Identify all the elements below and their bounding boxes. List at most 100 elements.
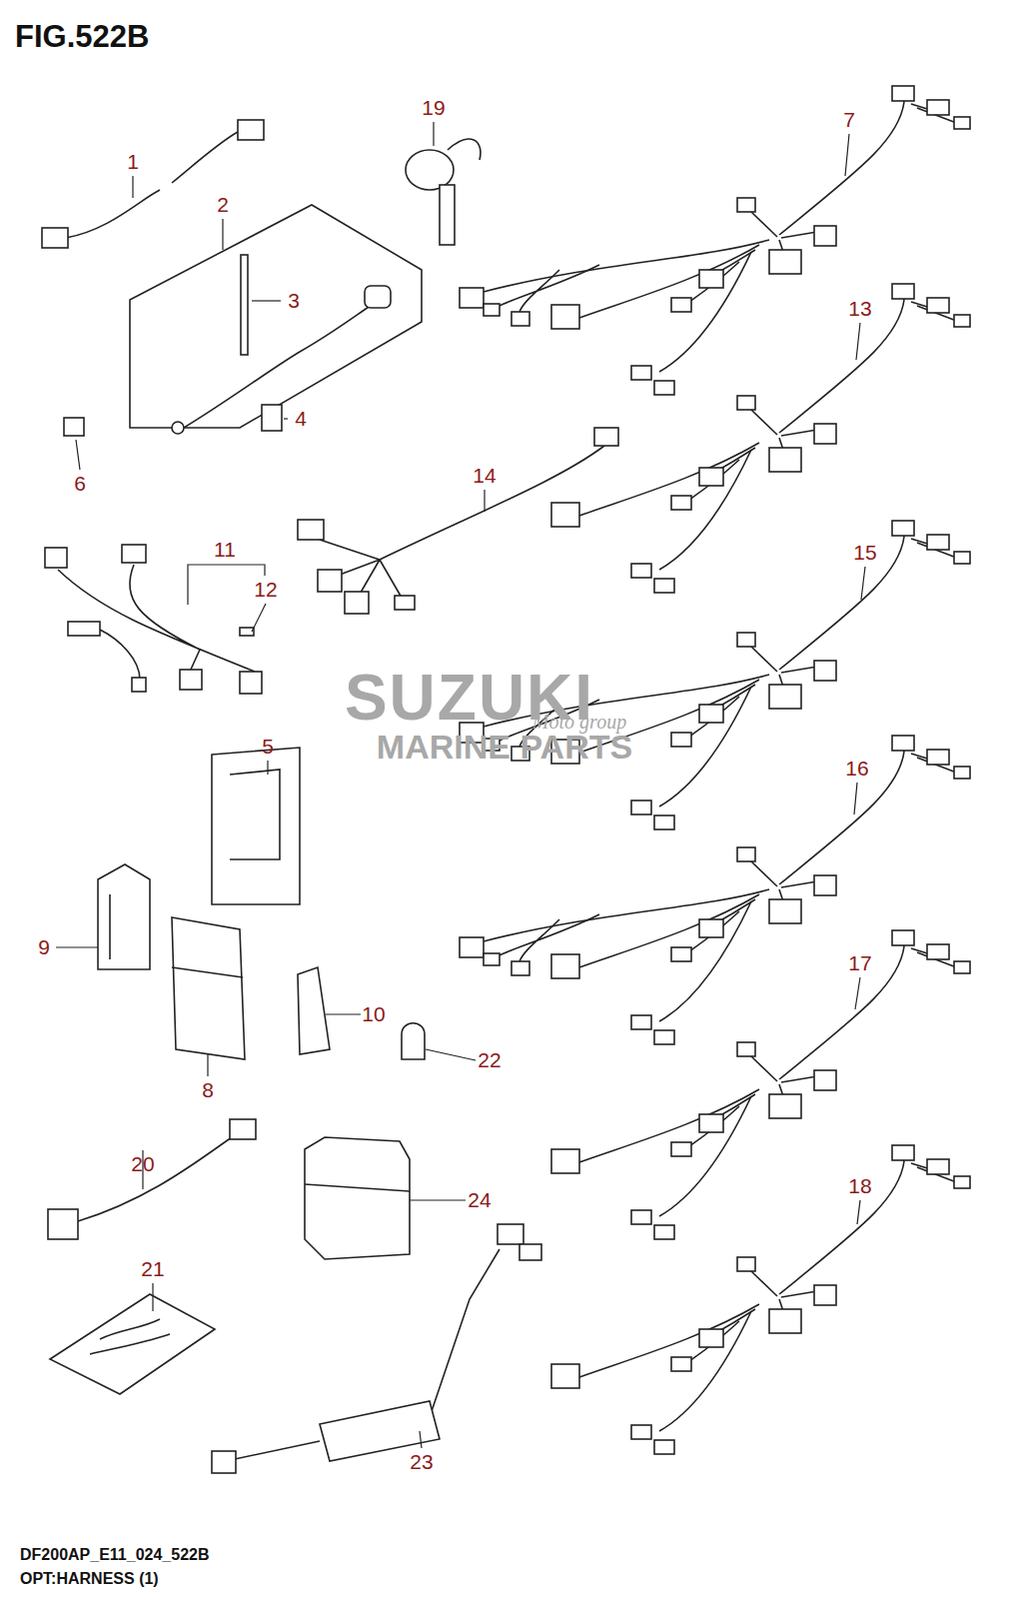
part-drawing	[171, 421, 184, 434]
leader-line	[283, 417, 288, 419]
callout-number: 19	[421, 95, 445, 119]
callout-number: 14	[472, 463, 496, 487]
part-drawing	[44, 547, 67, 568]
part-drawing	[239, 627, 254, 636]
callout-number: 22	[477, 1047, 501, 1071]
figure-title: FIG.522B	[14, 19, 149, 54]
leader-line	[131, 175, 133, 198]
leader-line	[432, 121, 434, 146]
part-drawing	[239, 671, 262, 694]
callout-number: 12	[253, 577, 277, 601]
part-drawing	[304, 1183, 410, 1191]
leader-line	[845, 133, 850, 176]
leader-line	[325, 1013, 361, 1015]
leader-line	[187, 564, 265, 605]
leader-line	[861, 566, 866, 600]
callout-number: 6	[73, 471, 86, 495]
part-drawing	[497, 1223, 524, 1244]
harness-drawing	[551, 520, 971, 830]
callout-number: 23	[409, 1449, 433, 1473]
callout-number: 2	[216, 192, 229, 216]
part-drawing	[179, 669, 202, 690]
part-drawing	[63, 417, 84, 436]
callout-number: 17	[848, 951, 872, 975]
leader-line	[266, 760, 268, 775]
part-drawing	[41, 227, 68, 248]
part-drawing	[131, 677, 146, 692]
harness-drawing	[459, 85, 971, 1454]
part-drawing	[121, 544, 146, 563]
part-drawing	[171, 917, 245, 1059]
leader-line	[251, 299, 281, 301]
leader-line	[75, 439, 80, 470]
leader-line	[419, 1430, 422, 1448]
callout-number: 18	[848, 1173, 872, 1197]
callout-number: 11	[213, 537, 236, 561]
leader-line	[854, 782, 858, 815]
part-drawing	[237, 119, 264, 140]
part-drawing	[171, 967, 243, 978]
leader-line	[151, 1282, 153, 1311]
harness-drawing	[459, 889, 770, 976]
callout-number: 5	[261, 734, 274, 758]
callout-number: 21	[140, 1256, 164, 1280]
part-drawing	[304, 1136, 410, 1259]
leader-line	[251, 603, 266, 632]
part-drawing	[129, 204, 422, 428]
part-drawing	[297, 967, 330, 1054]
harness-drawing	[459, 239, 770, 326]
harness-drawing	[551, 1144, 971, 1454]
callout-number: 15	[853, 540, 877, 564]
part-drawing	[57, 564, 255, 680]
part-drawing	[47, 1208, 78, 1239]
leader-line	[55, 121, 866, 1448]
callout-number: 16	[845, 756, 869, 780]
part-drawing	[261, 404, 282, 431]
leader-line	[206, 1053, 208, 1076]
part-drawing	[65, 131, 238, 238]
callout-number: 3	[287, 288, 300, 312]
harness-drawing	[551, 930, 971, 1239]
part-drawing	[447, 138, 481, 160]
leader-line	[856, 322, 861, 360]
part-drawing	[97, 864, 150, 970]
part-drawing	[519, 1243, 542, 1260]
leader-line	[409, 1198, 466, 1200]
part-drawing	[405, 149, 454, 190]
leader-line	[425, 1048, 476, 1060]
callout-number: 1	[126, 149, 139, 173]
part-drawing	[439, 184, 455, 245]
part-drawing	[229, 1118, 256, 1139]
part-drawing	[41, 119, 619, 1473]
part-drawing	[77, 1136, 232, 1221]
part-drawing	[297, 519, 324, 540]
part-drawing	[594, 427, 619, 446]
part-drawing	[240, 254, 248, 355]
leader-line	[221, 218, 223, 250]
callout-number: 7	[843, 107, 856, 131]
part-drawing	[344, 591, 369, 614]
callout-number: 9	[37, 935, 50, 959]
harness-drawing	[551, 85, 971, 395]
part-drawing	[211, 747, 300, 905]
callout-number: 10	[361, 1002, 385, 1025]
harness-drawing	[551, 283, 971, 593]
part-drawing	[67, 621, 100, 636]
callout-number: 8	[201, 1077, 214, 1101]
figure-caption: OPT:HARNESS (1)	[19, 1569, 159, 1588]
leader-line	[857, 1199, 861, 1224]
callout-number: 20	[130, 1151, 154, 1175]
leader-line	[483, 489, 485, 512]
drawing-code: DF200AP_E11_024_522B	[19, 1545, 209, 1564]
part-drawing	[364, 285, 391, 308]
callout-number: 4	[294, 406, 307, 430]
part-drawing	[401, 1022, 425, 1059]
part-drawing	[89, 1318, 170, 1354]
part-drawing	[317, 569, 342, 592]
harness-drawing	[551, 735, 971, 1044]
callout-number: 13	[848, 296, 872, 320]
part-drawing	[211, 1450, 236, 1473]
leader-line	[855, 977, 861, 1010]
